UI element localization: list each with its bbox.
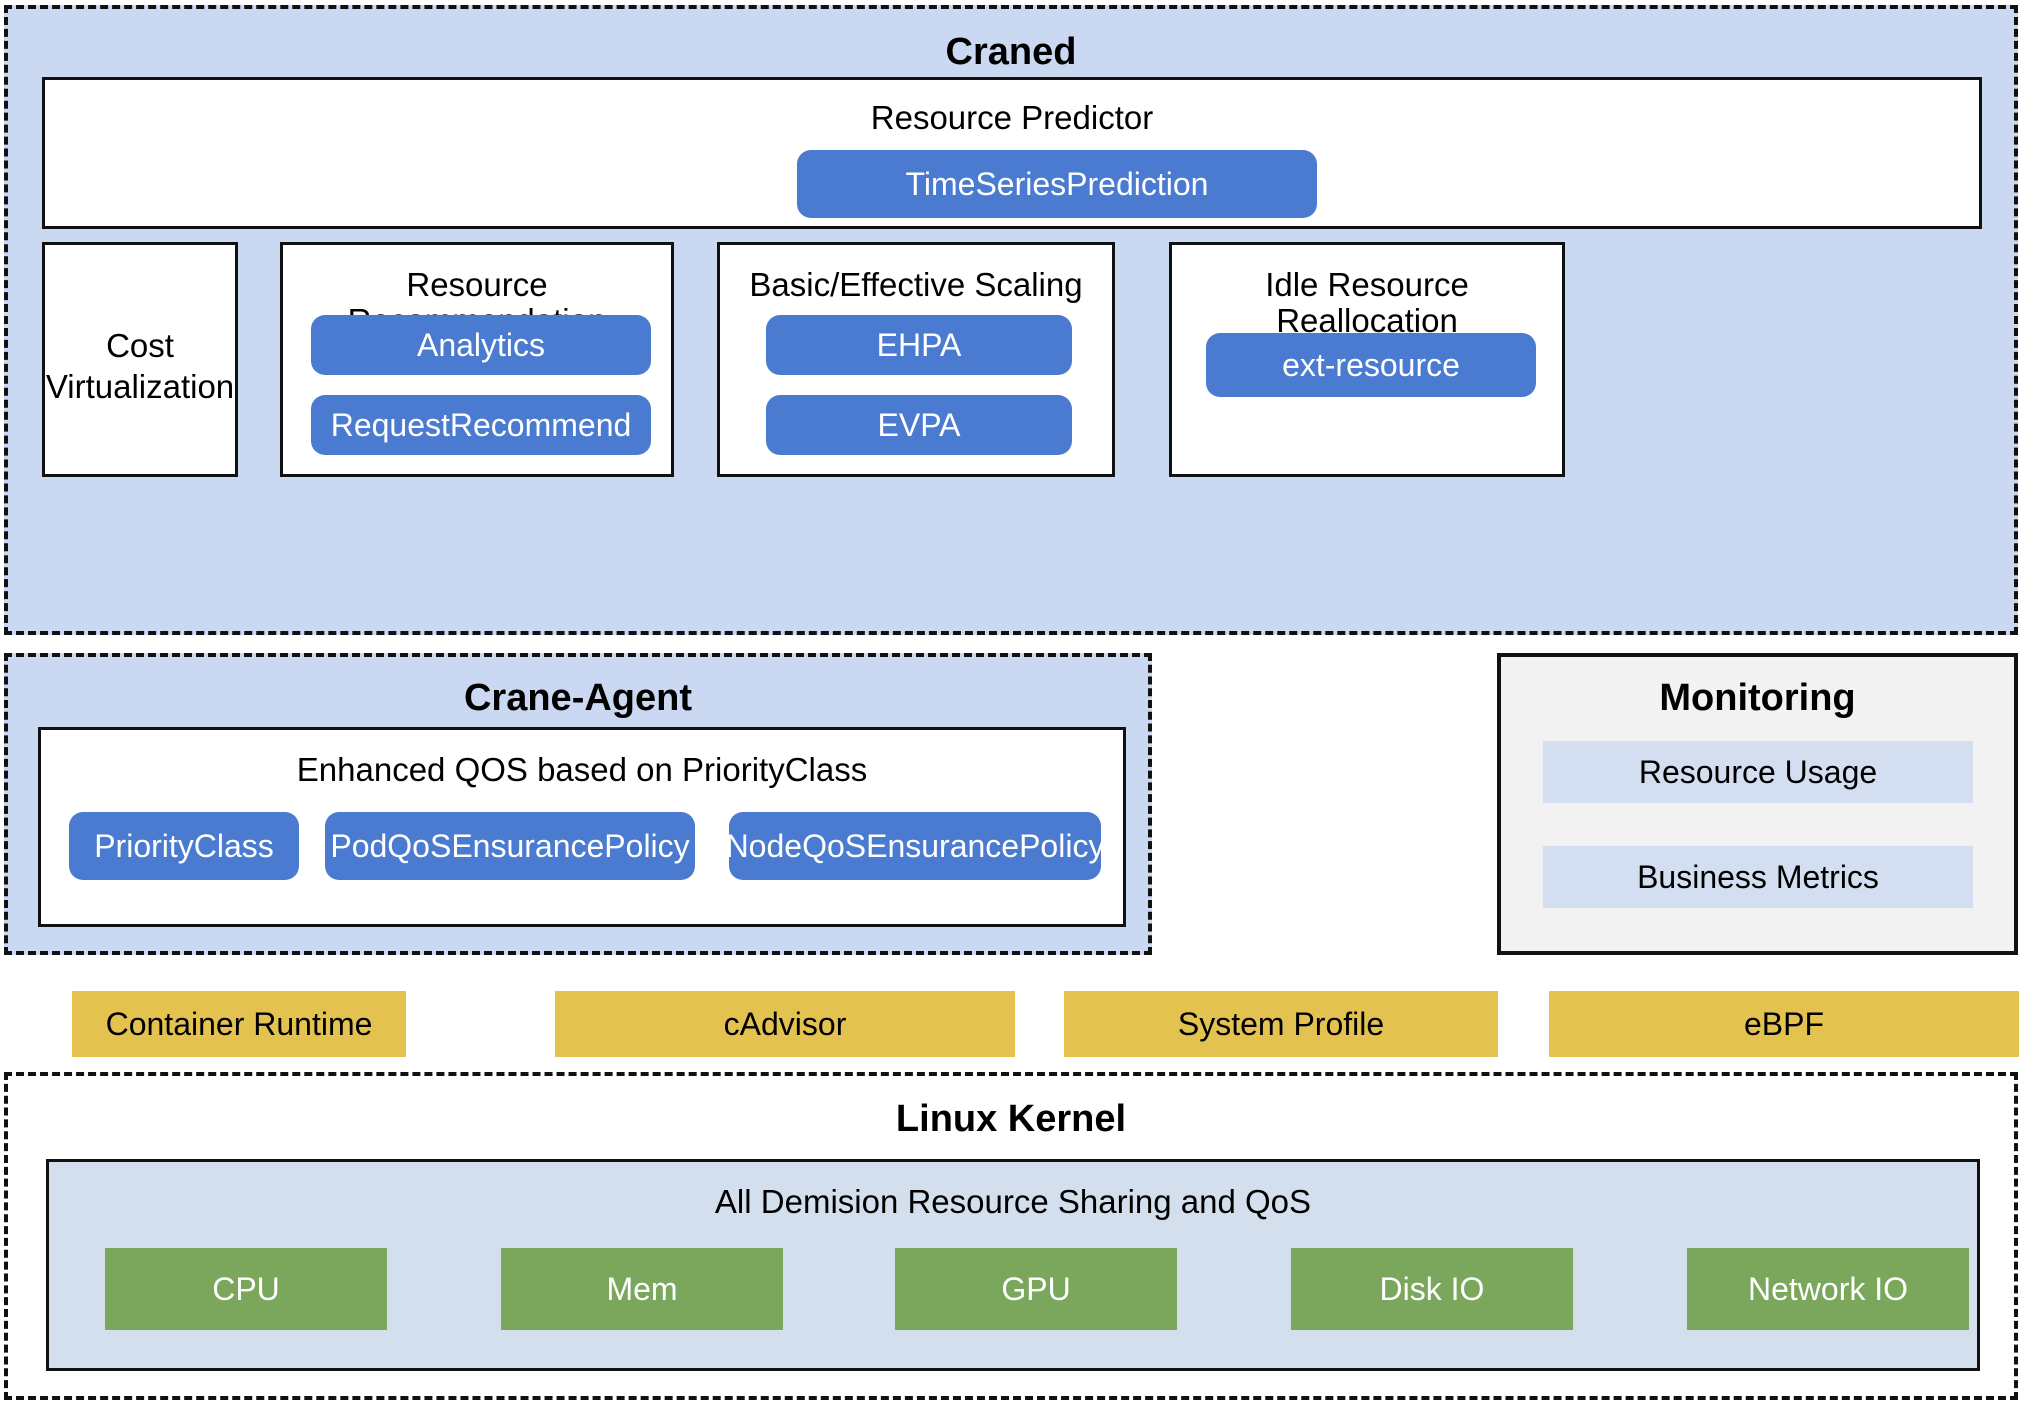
- scaling-card: Basic/Effective Scaling EHPA EVPA: [717, 242, 1115, 477]
- runtime-cadvisor[interactable]: cAdvisor: [555, 991, 1015, 1057]
- component-ehpa[interactable]: EHPA: [766, 315, 1072, 375]
- monitoring-title: Monitoring: [1659, 677, 1856, 719]
- idle-resource-reallocation-card: Idle Resource Reallocation ext-resource: [1169, 242, 1565, 477]
- crane-agent-title: Crane-Agent: [463, 677, 693, 719]
- kernel-resource-network-io[interactable]: Network IO: [1687, 1248, 1969, 1330]
- kernel-resource-disk-io[interactable]: Disk IO: [1291, 1248, 1573, 1330]
- enhanced-qos-card: Enhanced QOS based on PriorityClass Prio…: [38, 727, 1126, 927]
- cost-virtualization-line1: Cost: [106, 327, 174, 364]
- component-evpa[interactable]: EVPA: [766, 395, 1072, 455]
- kernel-resource-mem[interactable]: Mem: [501, 1248, 783, 1330]
- component-podqosensurancepolicy[interactable]: PodQoSEnsurancePolicy: [325, 812, 695, 880]
- scaling-title: Basic/Effective Scaling: [749, 266, 1083, 303]
- component-requestrecommend[interactable]: RequestRecommend: [311, 395, 651, 455]
- monitoring-row-resource-usage[interactable]: Resource Usage: [1543, 741, 1973, 803]
- kernel-resource-gpu[interactable]: GPU: [895, 1248, 1177, 1330]
- linux-kernel-section: Linux Kernel All Demision Resource Shari…: [4, 1072, 2018, 1400]
- linux-kernel-title: Linux Kernel: [895, 1098, 1127, 1140]
- component-ext-resource[interactable]: ext-resource: [1206, 333, 1536, 397]
- cost-virtualization-label: Cost Virtualization: [45, 325, 235, 408]
- idle-resource-reallocation-title: Idle Resource Reallocation: [1265, 266, 1469, 340]
- resource-predictor-card: Resource Predictor TimeSeriesPrediction: [42, 77, 1982, 229]
- runtime-ebpf[interactable]: eBPF: [1549, 991, 2019, 1057]
- runtime-container-runtime[interactable]: Container Runtime: [72, 991, 406, 1057]
- craned-title: Craned: [945, 31, 1077, 73]
- cost-virtualization-card: Cost Virtualization: [42, 242, 238, 477]
- component-nodeqosensurancepolicy[interactable]: NodeQoSEnsurancePolicy: [726, 812, 1104, 880]
- component-analytics[interactable]: Analytics: [311, 315, 651, 375]
- resource-predictor-title: Resource Predictor: [870, 99, 1154, 136]
- runtime-system-profile[interactable]: System Profile: [1064, 991, 1498, 1057]
- monitoring-panel: Monitoring Resource Usage Business Metri…: [1497, 653, 2018, 955]
- monitoring-row-business-metrics[interactable]: Business Metrics: [1543, 846, 1973, 908]
- enhanced-qos-title: Enhanced QOS based on PriorityClass: [296, 751, 868, 788]
- resource-sharing-title: All Demision Resource Sharing and QoS: [714, 1183, 1312, 1220]
- component-timeseriesprediction[interactable]: TimeSeriesPrediction: [797, 150, 1317, 218]
- craned-section: Craned Resource Predictor TimeSeriesPred…: [4, 5, 2018, 635]
- cost-virtualization-line2: Virtualization: [45, 368, 235, 406]
- resource-sharing-card: All Demision Resource Sharing and QoS CP…: [46, 1159, 1980, 1371]
- crane-agent-section: Crane-Agent Enhanced QOS based on Priori…: [4, 653, 1152, 955]
- kernel-resource-cpu[interactable]: CPU: [105, 1248, 387, 1330]
- resource-recommendation-card: Resource Recommendation Analytics Reques…: [280, 242, 674, 477]
- component-priorityclass[interactable]: PriorityClass: [69, 812, 299, 880]
